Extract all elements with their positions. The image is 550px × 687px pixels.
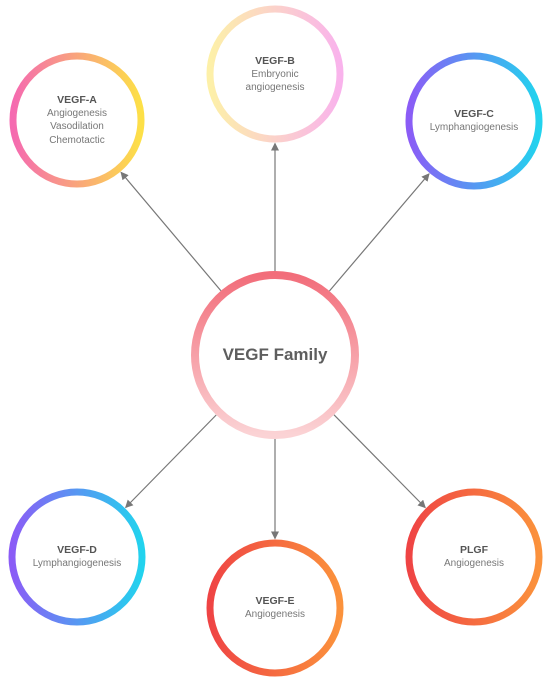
arrow-to-vegf-c xyxy=(328,173,430,292)
plgf-ring xyxy=(405,488,543,626)
vegf-a-ring xyxy=(9,52,145,188)
arrow-to-plgf xyxy=(333,414,426,509)
vegf-d-ring xyxy=(8,488,146,626)
arrow-to-vegf-a xyxy=(120,171,222,292)
center-ring xyxy=(191,271,359,439)
vegf-c-ring xyxy=(405,52,543,190)
vegf-e-ring xyxy=(206,539,344,677)
vegf-b-ring xyxy=(206,5,344,143)
arrow-to-vegf-d xyxy=(125,414,217,509)
